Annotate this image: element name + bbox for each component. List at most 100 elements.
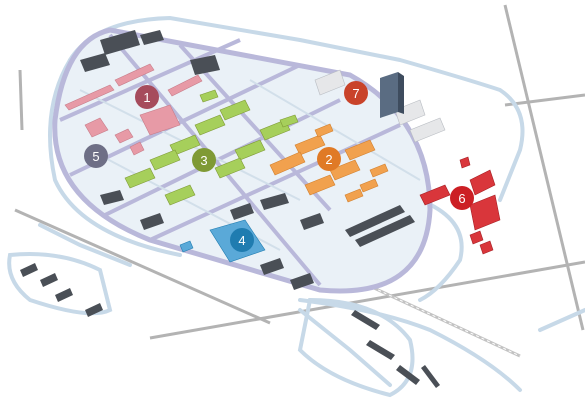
road-east-spur [538, 308, 585, 332]
zone-marker-7[interactable]: 7 [344, 81, 368, 105]
parking-block-8 [421, 365, 440, 388]
zone-marker-circle [230, 228, 254, 252]
dark-hall-1 [80, 53, 110, 72]
zone-3-hall-6 [149, 149, 181, 171]
zone-marker-label: 4 [238, 233, 245, 248]
zone-6-buildings [419, 156, 501, 255]
zone-2-hall-2 [269, 151, 306, 176]
dark-hall-11 [355, 215, 415, 247]
zone-1-hall-f [129, 141, 145, 156]
dark-buildings [20, 30, 440, 388]
road-south [298, 308, 392, 387]
road-northeast [298, 38, 525, 202]
zone-2-hall-1 [294, 134, 326, 156]
zone-7-tower [380, 72, 398, 118]
avenue-nw-3 [104, 98, 341, 217]
parking-block-6 [366, 340, 395, 360]
zone-1-hall-b [64, 84, 115, 111]
zone-7-hall-3 [409, 117, 446, 143]
parking-block-3 [55, 288, 73, 302]
zone-2-hall-3 [304, 174, 336, 196]
zone-6-hall-4 [469, 230, 484, 245]
road-west-loop [48, 58, 182, 257]
zone-2-hall-5 [344, 139, 376, 161]
dark-hall-8 [260, 193, 289, 210]
dark-hall-4 [190, 55, 220, 75]
zone-1-hall-e [114, 128, 134, 144]
parking-block-1 [20, 263, 38, 277]
highway-west-stub [18, 69, 24, 131]
dark-hall-2 [100, 30, 140, 55]
highways [14, 4, 585, 340]
zone-2-hall-6 [314, 123, 334, 138]
zone-7-hall-1 [314, 69, 346, 96]
zone-3-hall-2 [194, 114, 226, 136]
zone-marker-6[interactable]: 6 [450, 186, 474, 210]
avenue-nw-2 [69, 63, 301, 177]
zone-1-hall-d [167, 74, 203, 97]
zone-marker-label: 5 [92, 149, 99, 164]
zone-1-hall-large [139, 104, 181, 136]
path-3 [249, 79, 421, 181]
road-southeast [298, 298, 522, 392]
zone-3-hall-11 [199, 89, 219, 103]
dark-hall-10 [345, 205, 405, 237]
zone-marker-1[interactable]: 1 [135, 85, 159, 109]
road-east [418, 198, 464, 302]
zone-2-hall-9 [369, 163, 389, 178]
dark-hall-5 [100, 190, 124, 205]
zone-marker-2[interactable]: 2 [317, 147, 341, 171]
zone-marker-circle [192, 148, 216, 172]
zone-marker-circle [84, 144, 108, 168]
parking-block-5 [351, 310, 380, 330]
zone-marker-label: 6 [458, 191, 465, 206]
zone-1-hall-a [84, 117, 109, 138]
zone-7-buildings [314, 69, 446, 143]
zone-6-hall-2 [469, 169, 496, 196]
zone-marker-3[interactable]: 3 [192, 148, 216, 172]
zone-markers: 1 2 3 4 5 6 7 [84, 81, 474, 252]
dark-hall-3 [140, 30, 164, 45]
zone-marker-circle [344, 81, 368, 105]
zone-7-hall-2 [394, 99, 426, 126]
zone-marker-label: 2 [325, 152, 332, 167]
dark-hall-7 [230, 203, 254, 220]
zone-4-kiosk [179, 240, 194, 253]
zone-3-hall-5 [234, 139, 266, 161]
zone-2-hall-8 [359, 178, 379, 193]
dark-hall-13 [290, 273, 314, 290]
road-southwest-access [38, 223, 132, 267]
zone-3-hall-10 [279, 114, 299, 128]
highway-south [149, 260, 585, 340]
zone-marker-label: 7 [352, 86, 359, 101]
zone-marker-label: 1 [143, 90, 150, 105]
zone-2-hall-7 [344, 188, 364, 203]
zone-3-buildings [124, 89, 299, 206]
zone-marker-circle [450, 186, 474, 210]
parking-block-7 [396, 365, 420, 385]
zone-2-buildings [269, 123, 389, 203]
dark-hall-6 [140, 213, 164, 230]
zone-marker-4[interactable]: 4 [230, 228, 254, 252]
zone-6-hall-1 [419, 184, 451, 206]
highway-east [503, 4, 585, 331]
zone-3-hall-9 [164, 184, 196, 206]
dark-hall-9 [300, 213, 324, 230]
zone-1-buildings [64, 63, 203, 156]
zone-6-hall-5 [479, 240, 494, 255]
highway-southwest [14, 208, 271, 325]
parking-block-4 [85, 303, 103, 317]
zone-2-hall-4 [329, 159, 361, 181]
zone-6-hall-3 [469, 194, 501, 231]
highway-northeast-stub [504, 93, 585, 107]
zone-marker-5[interactable]: 5 [84, 144, 108, 168]
zone-marker-label: 3 [200, 153, 207, 168]
parking-block-2 [40, 273, 58, 287]
zone-3-hall-8 [124, 167, 156, 189]
zone-3-hall-1 [219, 99, 251, 121]
zone-marker-circle [317, 147, 341, 171]
zone-marker-circle [135, 85, 159, 109]
dark-hall-12 [260, 258, 284, 275]
zone-3-hall-7 [214, 157, 246, 179]
